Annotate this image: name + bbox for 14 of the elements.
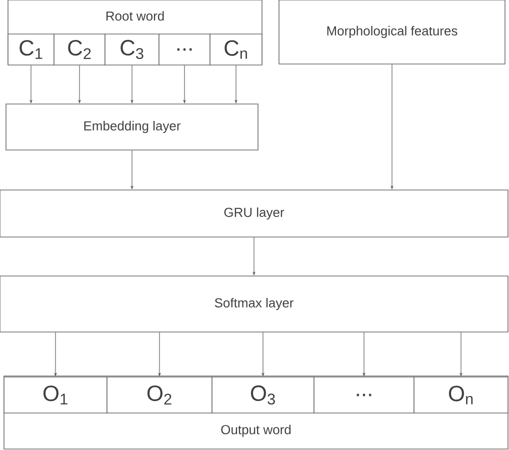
character-cell: O$_{2}$ bbox=[106, 376, 212, 414]
feature-box: Morphological features bbox=[278, 0, 506, 64]
character-cell: ... bbox=[158, 34, 210, 66]
layer-box: Embedding layer bbox=[6, 104, 258, 150]
character-cell: O$_{3}$ bbox=[212, 376, 314, 414]
character-cell: O$_{1}$ bbox=[4, 376, 108, 414]
layer-box: GRU layer bbox=[0, 190, 508, 238]
character-cell: ... bbox=[314, 376, 414, 414]
layer-box: Softmax layer bbox=[0, 276, 508, 332]
character-cell: C$_{3}$ bbox=[104, 34, 160, 66]
character-cell: C$_{2}$ bbox=[54, 34, 106, 66]
character-cell: C$_{1}$ bbox=[8, 34, 54, 66]
character-cell: C$_{n}$ bbox=[210, 34, 262, 66]
character-cell: O$_{n}$ bbox=[414, 376, 508, 414]
